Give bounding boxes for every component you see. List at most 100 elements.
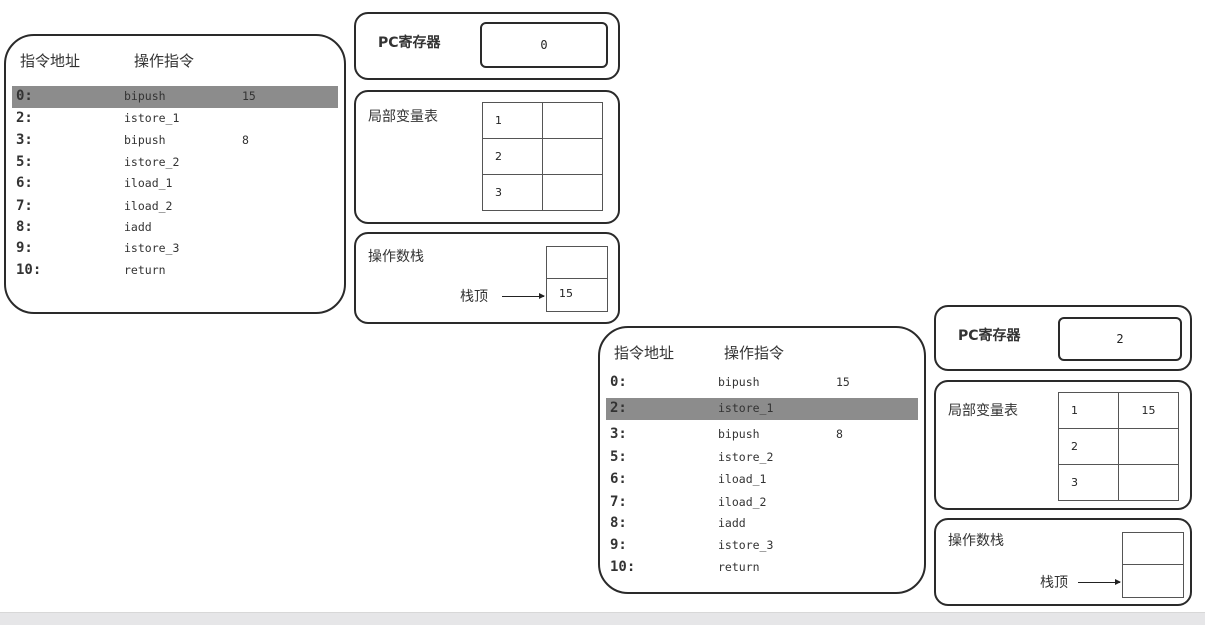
instruction-operand: 15 — [836, 375, 850, 389]
stack-cell — [1123, 533, 1183, 565]
instruction-operand: 8 — [836, 427, 843, 441]
stack-cell — [547, 247, 607, 279]
instruction-address: 6: — [610, 471, 627, 487]
instruction-address: 0: — [610, 374, 627, 390]
slot-index: 2 — [482, 138, 543, 175]
pc-register-label: PC寄存器 — [378, 35, 441, 51]
instruction-opcode: iadd — [124, 220, 152, 234]
instruction-row: 6:iload_1 — [606, 469, 918, 491]
bottom-bar — [0, 612, 1205, 625]
instruction-row: 8: iadd — [12, 217, 338, 239]
slot-row: 3 — [482, 174, 603, 211]
pc-register-value: 0 — [480, 22, 608, 68]
stack-cells — [1122, 532, 1184, 598]
instruction-opcode: bipush — [124, 89, 166, 103]
operand-stack: 操作数栈 栈顶 15 — [354, 232, 620, 324]
instruction-row: 5:istore_2 — [606, 447, 918, 469]
stack-top-label: 栈顶 — [460, 289, 488, 305]
slot-value: 15 — [1118, 392, 1179, 429]
pc-register-value: 2 — [1058, 317, 1182, 361]
stack-top-label: 栈顶 — [1040, 575, 1068, 591]
instruction-header: 操作指令 — [134, 52, 195, 70]
local-variable-label: 局部变量表 — [368, 109, 438, 125]
stack-top-arrow-icon — [502, 293, 545, 299]
instruction-address: 8: — [610, 515, 627, 531]
instruction-address: 5: — [16, 154, 33, 170]
operand-stack-label: 操作数栈 — [368, 249, 424, 265]
instruction-opcode: iload_2 — [718, 495, 767, 509]
operand-stack-label: 操作数栈 — [948, 533, 1004, 549]
slot-index: 2 — [1058, 428, 1119, 465]
instruction-opcode: iadd — [718, 516, 746, 530]
instruction-address: 3: — [610, 426, 627, 442]
instruction-operand: 15 — [242, 89, 256, 103]
instruction-row: 2: istore_1 — [606, 398, 918, 420]
instruction-row: 5: istore_2 — [12, 152, 338, 174]
instruction-row: 7: iload_2 — [12, 196, 338, 218]
instruction-address: 0: — [16, 88, 33, 104]
instruction-address: 10: — [16, 262, 42, 278]
instruction-address: 10: — [610, 559, 636, 575]
address-header: 指令地址 — [20, 52, 81, 70]
slot-row: 1 — [482, 102, 603, 139]
instruction-opcode: iload_2 — [124, 199, 173, 213]
instruction-row: 8: iadd — [606, 513, 918, 535]
slot-index: 1 — [482, 102, 543, 139]
operand-stack: 操作数栈 栈顶 — [934, 518, 1192, 606]
instruction-row: 10: return — [606, 557, 918, 579]
instruction-address: 7: — [610, 494, 627, 510]
slot-index: 3 — [1058, 464, 1119, 501]
instruction-row: 6: iload_1 — [12, 173, 338, 195]
instruction-address: 9: — [16, 240, 33, 256]
local-variable-slots: 1 2 3 — [482, 102, 603, 211]
instruction-header: 操作指令 — [724, 344, 785, 362]
slot-value — [542, 138, 603, 175]
pc-register: PC寄存器 2 — [934, 305, 1192, 371]
pc-register-label: PC寄存器 — [958, 328, 1021, 344]
stack-cell: 15 — [559, 287, 573, 300]
instruction-row: 7: iload_2 — [606, 492, 918, 514]
instruction-operand: 8 — [242, 133, 249, 147]
instruction-opcode: istore_1 — [124, 111, 180, 125]
instruction-opcode: bipush — [124, 133, 166, 147]
slot-index: 1 — [1058, 392, 1119, 429]
instruction-opcode: return — [718, 560, 760, 574]
instruction-opcode: istore_2 — [124, 155, 180, 169]
pc-register: PC寄存器 0 — [354, 12, 620, 80]
slot-index: 3 — [482, 174, 543, 211]
instruction-row: 2: istore_1 — [12, 108, 338, 130]
instruction-row: 9: istore_3 — [12, 238, 338, 260]
instruction-address: 6: — [16, 175, 33, 191]
instruction-opcode: istore_1 — [718, 401, 774, 415]
instruction-address: 2: — [16, 110, 33, 126]
instruction-address: 3: — [16, 132, 33, 148]
instruction-row: 3: bipush 8 — [12, 130, 338, 152]
local-variable-table: 局部变量表 1 2 3 — [354, 90, 620, 224]
instruction-address: 9: — [610, 537, 627, 553]
slot-row: 3 — [1058, 464, 1179, 501]
instruction-row: 10: return — [12, 260, 338, 282]
instruction-opcode: istore_3 — [124, 241, 180, 255]
stack-cells: 15 — [546, 246, 608, 312]
instruction-address: 2: — [610, 400, 627, 416]
instruction-address: 5: — [610, 449, 627, 465]
instruction-opcode: return — [124, 263, 166, 277]
instruction-list: 指令地址 操作指令 0: bipush 15 2: istore_1 3: bipush 8 5… — [4, 34, 346, 314]
slot-row: 2 — [1058, 428, 1179, 465]
instruction-opcode: iload_1 — [124, 176, 173, 190]
instruction-opcode: istore_3 — [718, 538, 774, 552]
stack-top-arrow-icon — [1078, 579, 1121, 585]
slot-value — [542, 102, 603, 139]
slot-row: 2 — [482, 138, 603, 175]
slot-value — [1118, 428, 1179, 465]
instruction-address: 8: — [16, 219, 33, 235]
stack-cell — [1123, 565, 1183, 597]
instruction-address: 7: — [16, 198, 33, 214]
local-variable-label: 局部变量表 — [948, 403, 1018, 419]
instruction-row: 0: bipush 15 — [12, 86, 338, 108]
